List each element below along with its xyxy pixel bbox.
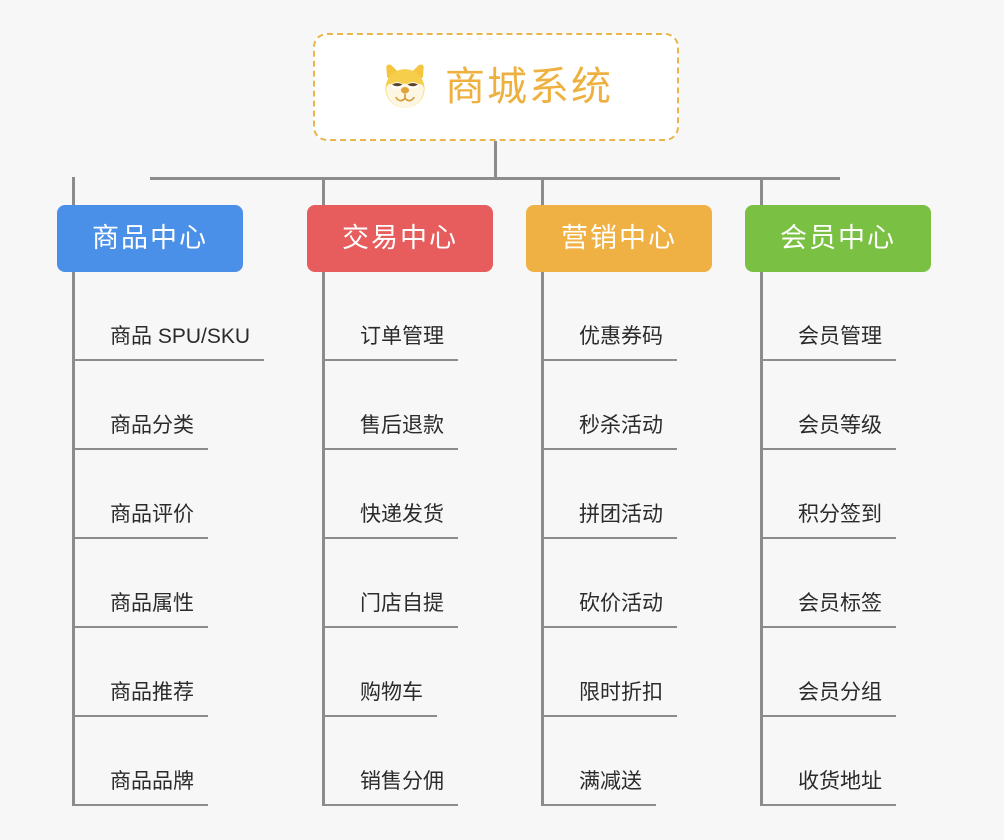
leaf-node[interactable]: 会员管理 — [760, 272, 896, 361]
branch-node-1[interactable]: 商品中心 — [57, 205, 243, 272]
branch-drop-connector — [760, 177, 763, 205]
leaf-label: 商品 SPU/SKU — [72, 326, 265, 361]
leaf-spine-connector — [541, 272, 544, 806]
branch-drop-connector — [72, 177, 75, 205]
leaf-label: 积分签到 — [760, 504, 896, 539]
branch-label: 商品中心 — [92, 223, 208, 253]
branch-label: 交易中心 — [342, 223, 458, 253]
leaf-label: 门店自提 — [322, 593, 458, 628]
leaf-label: 售后退款 — [322, 415, 458, 450]
leaf-node[interactable]: 购物车 — [322, 628, 458, 717]
leaf-column-1: 商品 SPU/SKU 商品分类商品评价商品属性商品推荐商品品牌 — [72, 272, 265, 806]
leaf-label: 会员等级 — [760, 415, 896, 450]
leaf-label: 满减送 — [541, 771, 656, 806]
leaf-spine-connector — [760, 272, 763, 806]
leaf-node[interactable]: 优惠券码 — [541, 272, 677, 361]
leaf-column-3: 优惠券码秒杀活动拼团活动砍价活动限时折扣满减送 — [541, 272, 677, 806]
leaf-node[interactable]: 销售分佣 — [322, 717, 458, 806]
branch-label: 会员中心 — [780, 223, 896, 253]
root-stem-connector — [494, 141, 497, 177]
leaf-node[interactable]: 商品品牌 — [72, 717, 264, 806]
branch-node-2[interactable]: 交易中心 — [307, 205, 493, 272]
leaf-spine-connector — [322, 272, 325, 806]
branch-drop-connector — [541, 177, 544, 205]
leaf-node[interactable]: 满减送 — [541, 717, 677, 806]
dog-face-icon — [385, 64, 425, 109]
leaf-label: 拼团活动 — [541, 504, 677, 539]
leaf-label: 限时折扣 — [541, 682, 677, 717]
leaf-node[interactable]: 积分签到 — [760, 450, 896, 539]
leaf-node[interactable]: 门店自提 — [322, 539, 458, 628]
leaf-node[interactable]: 砍价活动 — [541, 539, 677, 628]
leaf-node[interactable]: 商品推荐 — [72, 628, 264, 717]
leaf-node[interactable]: 商品 SPU/SKU — [72, 272, 265, 361]
branch-label: 营销中心 — [561, 223, 677, 253]
leaf-node[interactable]: 会员标签 — [760, 539, 896, 628]
branch-node-4[interactable]: 会员中心 — [745, 205, 931, 272]
leaf-label: 快递发货 — [322, 504, 458, 539]
leaf-node[interactable]: 商品分类 — [72, 361, 264, 450]
leaf-label: 销售分佣 — [322, 771, 458, 806]
leaf-label: 商品推荐 — [72, 682, 208, 717]
leaf-node[interactable]: 限时折扣 — [541, 628, 677, 717]
root-title: 商城系统 — [445, 65, 613, 109]
leaf-label: 砍价活动 — [541, 593, 677, 628]
leaf-label: 秒杀活动 — [541, 415, 677, 450]
leaf-node[interactable]: 快递发货 — [322, 450, 458, 539]
root-node[interactable]: 商城系统 — [313, 33, 679, 141]
leaf-label: 会员标签 — [760, 593, 896, 628]
leaf-node[interactable]: 拼团活动 — [541, 450, 677, 539]
leaf-node[interactable]: 商品评价 — [72, 450, 264, 539]
leaf-node[interactable]: 商品属性 — [72, 539, 264, 628]
leaf-label: 商品分类 — [72, 415, 208, 450]
leaf-node[interactable]: 秒杀活动 — [541, 361, 677, 450]
leaf-label: 优惠券码 — [541, 326, 677, 361]
leaf-label: 会员管理 — [760, 326, 896, 361]
leaf-label: 收货地址 — [760, 771, 896, 806]
leaf-label: 商品品牌 — [72, 771, 208, 806]
leaf-column-4: 会员管理会员等级积分签到会员标签会员分组收货地址 — [760, 272, 896, 806]
leaf-label: 订单管理 — [322, 326, 458, 361]
branch-node-3[interactable]: 营销中心 — [526, 205, 712, 272]
leaf-label: 商品属性 — [72, 593, 208, 628]
leaf-label: 会员分组 — [760, 682, 896, 717]
leaf-column-2: 订单管理售后退款快递发货门店自提购物车销售分佣 — [322, 272, 458, 806]
leaf-label: 购物车 — [322, 682, 437, 717]
leaf-node[interactable]: 收货地址 — [760, 717, 896, 806]
branch-drop-connector — [322, 177, 325, 205]
leaf-node[interactable]: 订单管理 — [322, 272, 458, 361]
leaf-node[interactable]: 会员等级 — [760, 361, 896, 450]
leaf-spine-connector — [72, 272, 75, 806]
leaf-label: 商品评价 — [72, 504, 208, 539]
leaf-node[interactable]: 会员分组 — [760, 628, 896, 717]
branch-bus-connector — [150, 177, 840, 180]
leaf-node[interactable]: 售后退款 — [322, 361, 458, 450]
